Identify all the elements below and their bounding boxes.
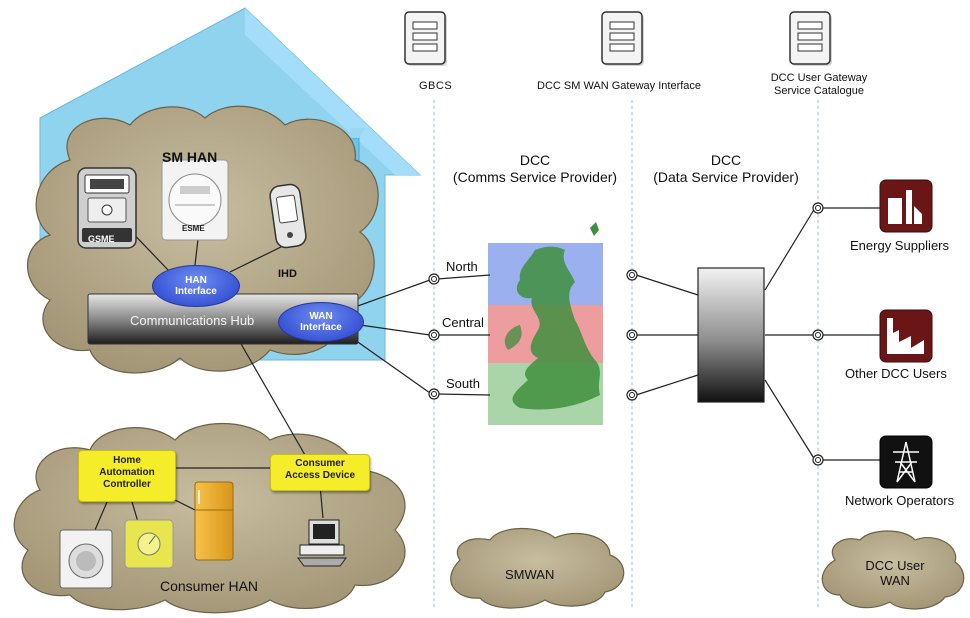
uk-map-icon: [504, 222, 600, 410]
connector-icon: [428, 202, 824, 466]
computer-icon: [297, 519, 347, 567]
dcc-comms-line1: DCC: [519, 152, 551, 168]
ihd-label: IHD: [278, 268, 297, 280]
dcc-comms-provider-label: DCC (Comms Service Provider): [440, 152, 630, 186]
other-dcc-users-label: Other DCC Users: [845, 366, 947, 381]
han-interface-line1: HAN: [185, 275, 207, 286]
hac-line2: Automation: [99, 467, 155, 478]
dcc-user-wan-cloud: [821, 530, 965, 610]
smwan-label: SMWAN: [505, 567, 555, 582]
doc-icon: [404, 11, 447, 66]
sm-wan-gateway-label: DCC SM WAN Gateway Interface: [537, 80, 702, 92]
hac-line1: Home: [113, 455, 141, 466]
consumer-access-device-box: Consumer Access Device: [270, 454, 370, 491]
dcc-data-provider-label: DCC (Data Service Provider): [636, 152, 816, 186]
home-automation-controller-box: Home Automation Controller: [78, 450, 176, 502]
factory-icon: [879, 179, 933, 233]
doc-icon: [601, 11, 644, 66]
user-gateway-label-line2: Service Catalogue: [774, 85, 864, 97]
han-interface-line2: Interface: [175, 286, 217, 297]
wan-interface-line2: Interface: [300, 322, 342, 333]
network-operators-label: Network Operators: [845, 493, 955, 508]
region-north-label: North: [446, 259, 478, 274]
esme-label: ESME: [182, 224, 205, 233]
communications-hub-label: Communications Hub: [130, 313, 255, 328]
gas-meter-icon: [77, 167, 137, 249]
washing-machine-icon: [59, 529, 113, 589]
wan-interface-line1: WAN: [309, 311, 333, 322]
gbcs-label: GBCS: [419, 80, 453, 92]
user-gateway-label-line1: DCC User Gateway: [770, 72, 868, 84]
dcc-user-wan-line2: WAN: [880, 573, 910, 588]
thermostat-icon: [124, 519, 174, 569]
gsme-label: GSME: [88, 234, 115, 244]
energy-suppliers-label: Energy Suppliers: [850, 238, 949, 253]
smwan-cloud: [450, 527, 625, 609]
doc-icon: [789, 11, 832, 66]
dcc-data-gateway-box: [697, 267, 765, 403]
hac-line3: Controller: [103, 479, 151, 490]
pylon-icon: [879, 435, 933, 489]
dcc-comms-line2: (Comms Service Provider): [452, 169, 618, 185]
region-central-label: Central: [442, 315, 484, 330]
electricity-meter-icon: [161, 159, 229, 241]
cad-line2: Access Device: [284, 470, 356, 481]
connection-lines: [94, 207, 880, 531]
dcc-data-line1: DCC: [710, 152, 742, 168]
user-gateway-label: DCC User Gateway Service Catalogue: [760, 72, 878, 98]
consumer-han-title: Consumer HAN: [160, 578, 259, 594]
cad-line1: Consumer: [295, 458, 345, 469]
building-icon: [879, 309, 933, 363]
interface-dashed-lines: [433, 100, 819, 610]
in-home-display-icon: [269, 183, 307, 249]
dcc-user-wan-label: DCC User WAN: [850, 558, 940, 588]
dcc-user-wan-line1: DCC User: [865, 558, 925, 573]
dcc-data-line2: (Data Service Provider): [653, 169, 799, 185]
sm-han-title: SM HAN: [162, 149, 218, 165]
region-south-label: South: [446, 376, 480, 391]
fridge-icon: [194, 481, 234, 561]
